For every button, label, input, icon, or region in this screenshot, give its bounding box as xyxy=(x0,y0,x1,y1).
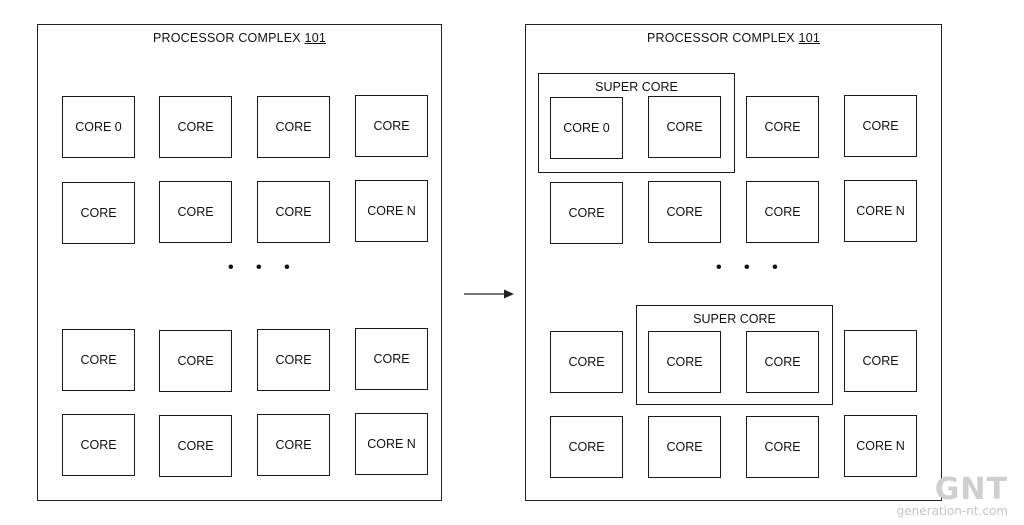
core-box: CORE xyxy=(257,329,330,391)
ellipsis-marker: • • • xyxy=(716,259,787,276)
core-box: CORE xyxy=(257,414,330,476)
core-box: CORE xyxy=(159,96,232,158)
core-box: CORE N xyxy=(844,415,917,477)
core-box: CORE xyxy=(257,181,330,243)
core-box: CORE xyxy=(648,96,721,158)
super-core-group: SUPER CORE xyxy=(538,73,735,173)
core-box: CORE xyxy=(550,331,623,393)
processor-complex-right: PROCESSOR COMPLEX 101 SUPER CORE SUPER C… xyxy=(525,24,942,501)
super-core-group: SUPER CORE xyxy=(636,305,833,405)
ellipsis-marker: • • • xyxy=(228,259,299,276)
core-box: CORE 0 xyxy=(62,96,135,158)
watermark-logo: GNT xyxy=(934,472,1008,507)
core-box: CORE xyxy=(62,329,135,391)
super-core-label: SUPER CORE xyxy=(693,312,776,326)
complex-ref-number: 101 xyxy=(798,31,821,45)
complex-title-right: PROCESSOR COMPLEX 101 xyxy=(526,31,941,45)
core-box: CORE 0 xyxy=(550,97,623,159)
core-box: CORE N xyxy=(355,180,428,242)
core-box: CORE xyxy=(648,181,721,243)
core-box: CORE xyxy=(746,416,819,478)
core-box: CORE xyxy=(550,182,623,244)
core-box: CORE xyxy=(159,330,232,392)
core-box: CORE xyxy=(746,331,819,393)
core-box: CORE xyxy=(62,414,135,476)
core-box: CORE xyxy=(159,181,232,243)
core-box: CORE xyxy=(648,416,721,478)
core-box: CORE xyxy=(844,330,917,392)
complex-title-text: PROCESSOR COMPLEX xyxy=(646,31,795,45)
watermark: GNT generation-nt.com xyxy=(896,472,1008,518)
complex-ref-number: 101 xyxy=(304,31,327,45)
core-box: CORE xyxy=(844,95,917,157)
core-box: CORE xyxy=(355,95,428,157)
transition-arrow-icon xyxy=(464,289,514,299)
core-box: CORE xyxy=(257,96,330,158)
core-box: CORE xyxy=(550,416,623,478)
core-box: CORE xyxy=(746,96,819,158)
core-box: CORE xyxy=(355,328,428,390)
core-box: CORE xyxy=(648,331,721,393)
super-core-label: SUPER CORE xyxy=(595,80,678,94)
watermark-site: generation-nt.com xyxy=(896,504,1008,518)
complex-title-left: PROCESSOR COMPLEX 101 xyxy=(38,31,441,45)
complex-title-text: PROCESSOR COMPLEX xyxy=(152,31,301,45)
core-box: CORE xyxy=(746,181,819,243)
processor-complex-left: PROCESSOR COMPLEX 101 CORE 0 CORE CORE C… xyxy=(37,24,442,501)
core-box: CORE xyxy=(62,182,135,244)
core-box: CORE N xyxy=(355,413,428,475)
core-box: CORE N xyxy=(844,180,917,242)
core-box: CORE xyxy=(159,415,232,477)
